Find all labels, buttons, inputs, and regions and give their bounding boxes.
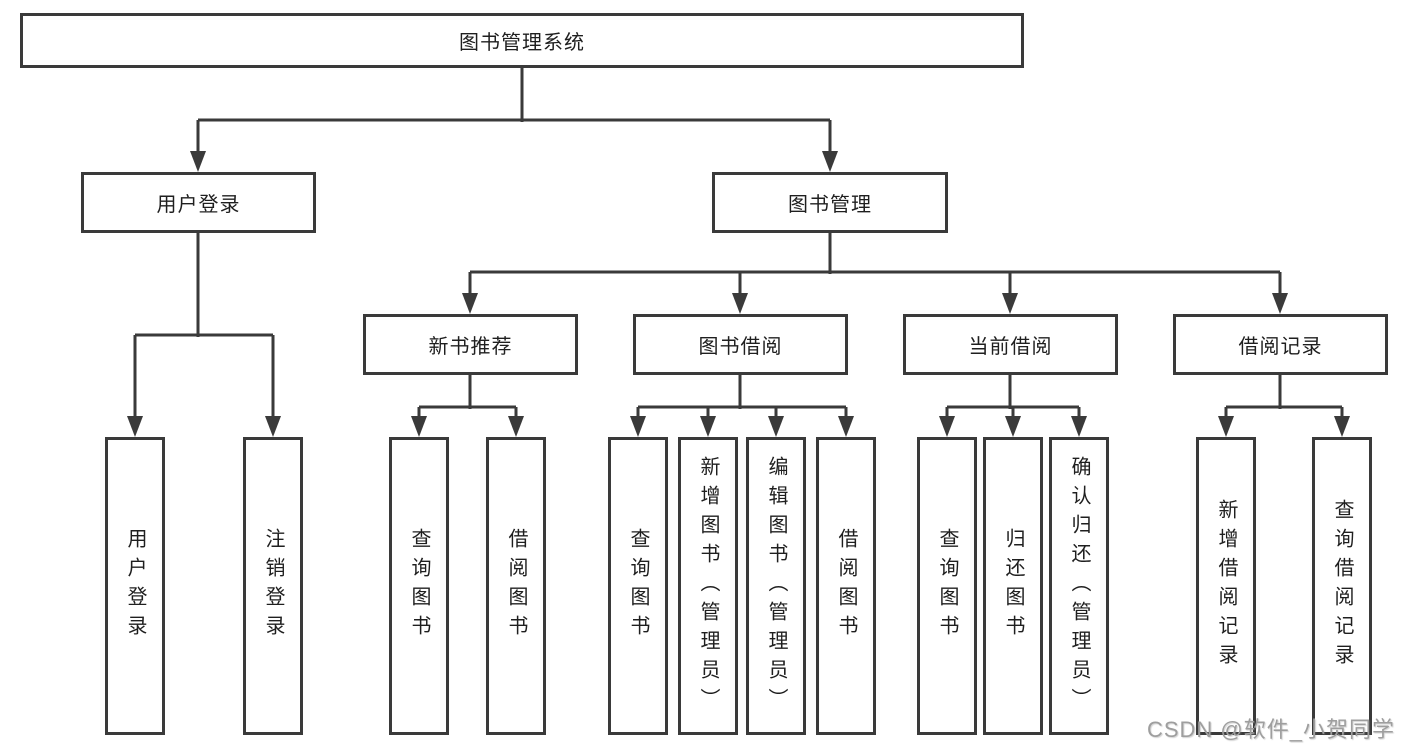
leaf-logout-label: 注销登录 [262, 528, 284, 644]
connector-root [196, 68, 832, 154]
connector-book-borrow [636, 375, 848, 419]
leaf-nbr-borrow-books-label: 借阅图书 [505, 528, 527, 644]
arrowhead [265, 416, 281, 437]
leaf-cb-confirm-return-admin: 确认归还（管理员） [1049, 437, 1109, 735]
arrowhead [838, 416, 854, 437]
node-user-login-group-label: 用户登录 [156, 194, 241, 216]
node-book-mgmt: 图书管理 [712, 172, 948, 233]
node-root-label: 图书管理系统 [459, 32, 585, 54]
arrowhead [508, 416, 524, 437]
node-book-borrow-label: 图书借阅 [698, 336, 783, 358]
connector-current-borrow [945, 375, 1081, 419]
arrowhead [1272, 293, 1288, 314]
leaf-cb-return-books: 归还图书 [983, 437, 1043, 735]
connector-new-book-rec [417, 375, 518, 419]
leaf-nbr-borrow-books: 借阅图书 [486, 437, 546, 735]
connector-borrow-records [1224, 375, 1344, 419]
leaf-cb-confirm-return-admin-label: 确认归还（管理员） [1068, 455, 1090, 717]
leaf-nbr-query-books: 查询图书 [389, 437, 449, 735]
arrowhead [411, 416, 427, 437]
leaf-br-add-record-label: 新增借阅记录 [1215, 499, 1237, 673]
node-book-mgmt-label: 图书管理 [788, 194, 872, 216]
arrowhead [939, 416, 955, 437]
arrowhead [768, 416, 784, 437]
leaf-br-query-record-label: 查询借阅记录 [1331, 499, 1353, 673]
leaf-bb-query-books-label: 查询图书 [627, 528, 649, 644]
node-user-login-group: 用户登录 [81, 172, 316, 233]
leaf-bb-add-books-admin-label: 新增图书（管理员） [697, 455, 719, 717]
leaf-nbr-query-books-label: 查询图书 [408, 528, 430, 644]
arrowhead [732, 293, 748, 314]
leaf-cb-query-books: 查询图书 [917, 437, 977, 735]
arrowhead [1334, 416, 1350, 437]
node-current-borrow: 当前借阅 [903, 314, 1118, 375]
node-borrow-records-label: 借阅记录 [1238, 336, 1323, 358]
arrowhead [630, 416, 646, 437]
leaf-cb-return-books-label: 归还图书 [1002, 528, 1024, 644]
connector-book-mgmt [468, 233, 1282, 296]
connector-user-login [133, 233, 275, 419]
node-borrow-records: 借阅记录 [1173, 314, 1388, 375]
leaf-logout: 注销登录 [243, 437, 303, 735]
csdn-watermark: CSDN @软件_小贺同学 [1146, 717, 1395, 742]
node-new-book-rec: 新书推荐 [363, 314, 578, 375]
leaf-bb-borrow-books-label: 借阅图书 [835, 528, 857, 644]
node-book-borrow: 图书借阅 [633, 314, 848, 375]
node-root: 图书管理系统 [20, 13, 1024, 68]
arrowhead [127, 416, 143, 437]
node-current-borrow-label: 当前借阅 [968, 336, 1053, 358]
arrowhead [822, 151, 838, 172]
leaf-user-login: 用户登录 [105, 437, 165, 735]
arrowhead [1005, 416, 1021, 437]
leaf-br-query-record: 查询借阅记录 [1312, 437, 1372, 735]
leaf-bb-add-books-admin: 新增图书（管理员） [678, 437, 738, 735]
leaf-bb-edit-books-admin-label: 编辑图书（管理员） [765, 455, 787, 717]
node-new-book-rec-label: 新书推荐 [428, 336, 513, 358]
arrowhead [700, 416, 716, 437]
arrowhead [1218, 416, 1234, 437]
arrowhead [190, 151, 206, 172]
leaf-user-login-label: 用户登录 [124, 528, 146, 644]
leaf-br-add-record: 新增借阅记录 [1196, 437, 1256, 735]
leaf-bb-edit-books-admin: 编辑图书（管理员） [746, 437, 806, 735]
leaf-cb-query-books-label: 查询图书 [936, 528, 958, 644]
arrowhead [462, 293, 478, 314]
arrowhead [1071, 416, 1087, 437]
leaf-bb-borrow-books: 借阅图书 [816, 437, 876, 735]
arrowhead [1002, 293, 1018, 314]
leaf-bb-query-books: 查询图书 [608, 437, 668, 735]
